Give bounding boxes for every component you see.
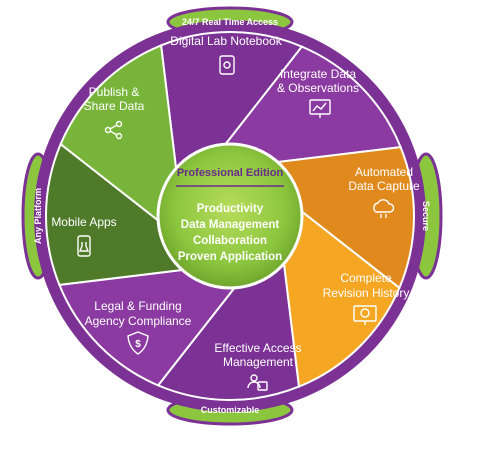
segment-label: Share Data: [84, 99, 145, 113]
center-item: Collaboration: [193, 235, 267, 247]
segment-integrate-data: Integrate Data & Observations: [277, 67, 359, 118]
ring-label-top: 24/7 Real Time Access: [182, 17, 278, 27]
users-lock-icon: [247, 374, 268, 391]
segment-automated-data-capture: Automated Data Capture: [348, 165, 420, 218]
segment-label: Agency Compliance: [85, 314, 192, 328]
segment-effective-access-management: Effective Access Management: [214, 341, 302, 391]
segment-legal-funding-compliance: Legal & Funding Agency Compliance $: [85, 299, 192, 355]
cloud-sync-icon: [373, 199, 395, 218]
ring-label-right: Secure: [421, 201, 431, 231]
center-title: Professional Edition: [177, 167, 284, 179]
segment-label: & Observations: [277, 81, 359, 95]
monitor-chart-icon: [309, 99, 331, 118]
segment-digital-lab-notebook: Digital Lab Notebook: [170, 34, 283, 75]
mobile-flask-icon: [77, 235, 91, 257]
segment-label: Management: [223, 355, 294, 369]
center-item: Data Management: [181, 219, 280, 231]
segment-label: Effective Access: [214, 341, 301, 355]
ring-label-left: Any Platform: [33, 188, 43, 244]
history-monitor-icon: [353, 305, 377, 325]
center-item: Proven Application: [178, 251, 282, 263]
center-item: Productivity: [197, 203, 264, 215]
segment-label: Automated: [355, 165, 413, 179]
segment-label: Complete: [340, 271, 392, 285]
segment-label: Mobile Apps: [51, 215, 116, 229]
segment-label: Legal & Funding: [94, 299, 181, 313]
ring-label-bottom: Customizable: [201, 405, 260, 415]
segments-group: [45, 31, 415, 401]
segment-label: Publish &: [89, 85, 140, 99]
segment-label: Digital Lab Notebook: [170, 34, 282, 48]
segment-publish-share-data: Publish & Share Data: [84, 85, 145, 140]
segment-label: Data Capture: [348, 179, 420, 193]
segment-complete-revision-history: Complete Revision History: [323, 271, 410, 325]
center-disc: [156, 142, 304, 290]
tablet-icon: [219, 55, 235, 75]
svg-text:$: $: [135, 339, 141, 350]
shield-dollar-icon: $: [127, 331, 149, 355]
share-icon: [104, 120, 123, 140]
segment-label: Revision History: [323, 286, 410, 300]
segment-mobile-apps: Mobile Apps: [51, 215, 117, 257]
segment-label: Integrate Data: [280, 67, 356, 81]
